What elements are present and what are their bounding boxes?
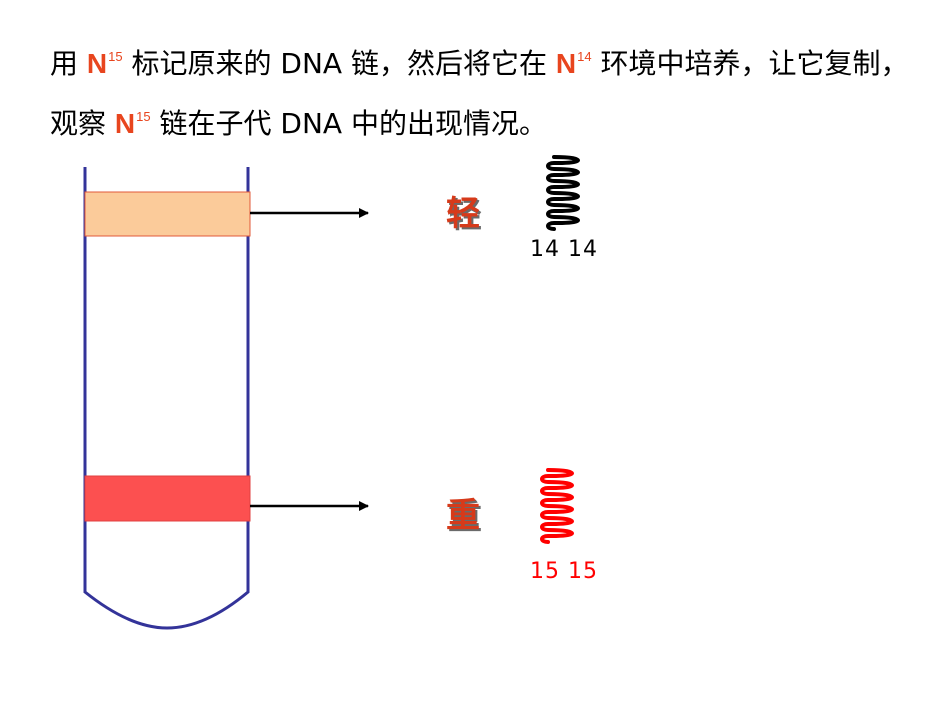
- intro-part-1: 用: [50, 47, 87, 80]
- heavy-band: [84, 475, 251, 522]
- intro-text: 用 N15 标记原来的 DNA 链，然后将它在 N14 环境中培养，让它复制，观…: [50, 30, 910, 150]
- intro-part-4: 链在子代 DNA 中的出现情况。: [150, 107, 547, 140]
- n15-mass-1: 15: [108, 49, 123, 64]
- light-band: [84, 191, 251, 237]
- helix-strand: [546, 155, 580, 231]
- heavy-band-label: 重: [446, 496, 480, 536]
- light-strand-label: 14 14: [530, 237, 598, 262]
- light-dna-helix-icon: [546, 155, 580, 231]
- helix-strand: [540, 468, 574, 544]
- heavy-strand-label: 15 15: [530, 559, 598, 584]
- n15-symbol-1: N: [86, 48, 108, 79]
- n14-mass: 14: [577, 49, 592, 64]
- centrifuge-tube: [83, 167, 250, 630]
- n15-mass-2: 15: [136, 109, 151, 124]
- n15-isotope-2: N15: [115, 108, 151, 139]
- intro-part-3: 环境中培养，让它复制，观察: [50, 47, 909, 140]
- light-band-label: 轻: [446, 194, 480, 234]
- heavy-dna-helix-icon: [540, 468, 574, 544]
- n14-symbol: N: [555, 48, 577, 79]
- n14-isotope: N14: [556, 48, 592, 79]
- n15-isotope-1: N15: [87, 48, 123, 79]
- intro-part-2: 标记原来的 DNA 链，然后将它在: [122, 47, 556, 80]
- n15-symbol-2: N: [114, 108, 136, 139]
